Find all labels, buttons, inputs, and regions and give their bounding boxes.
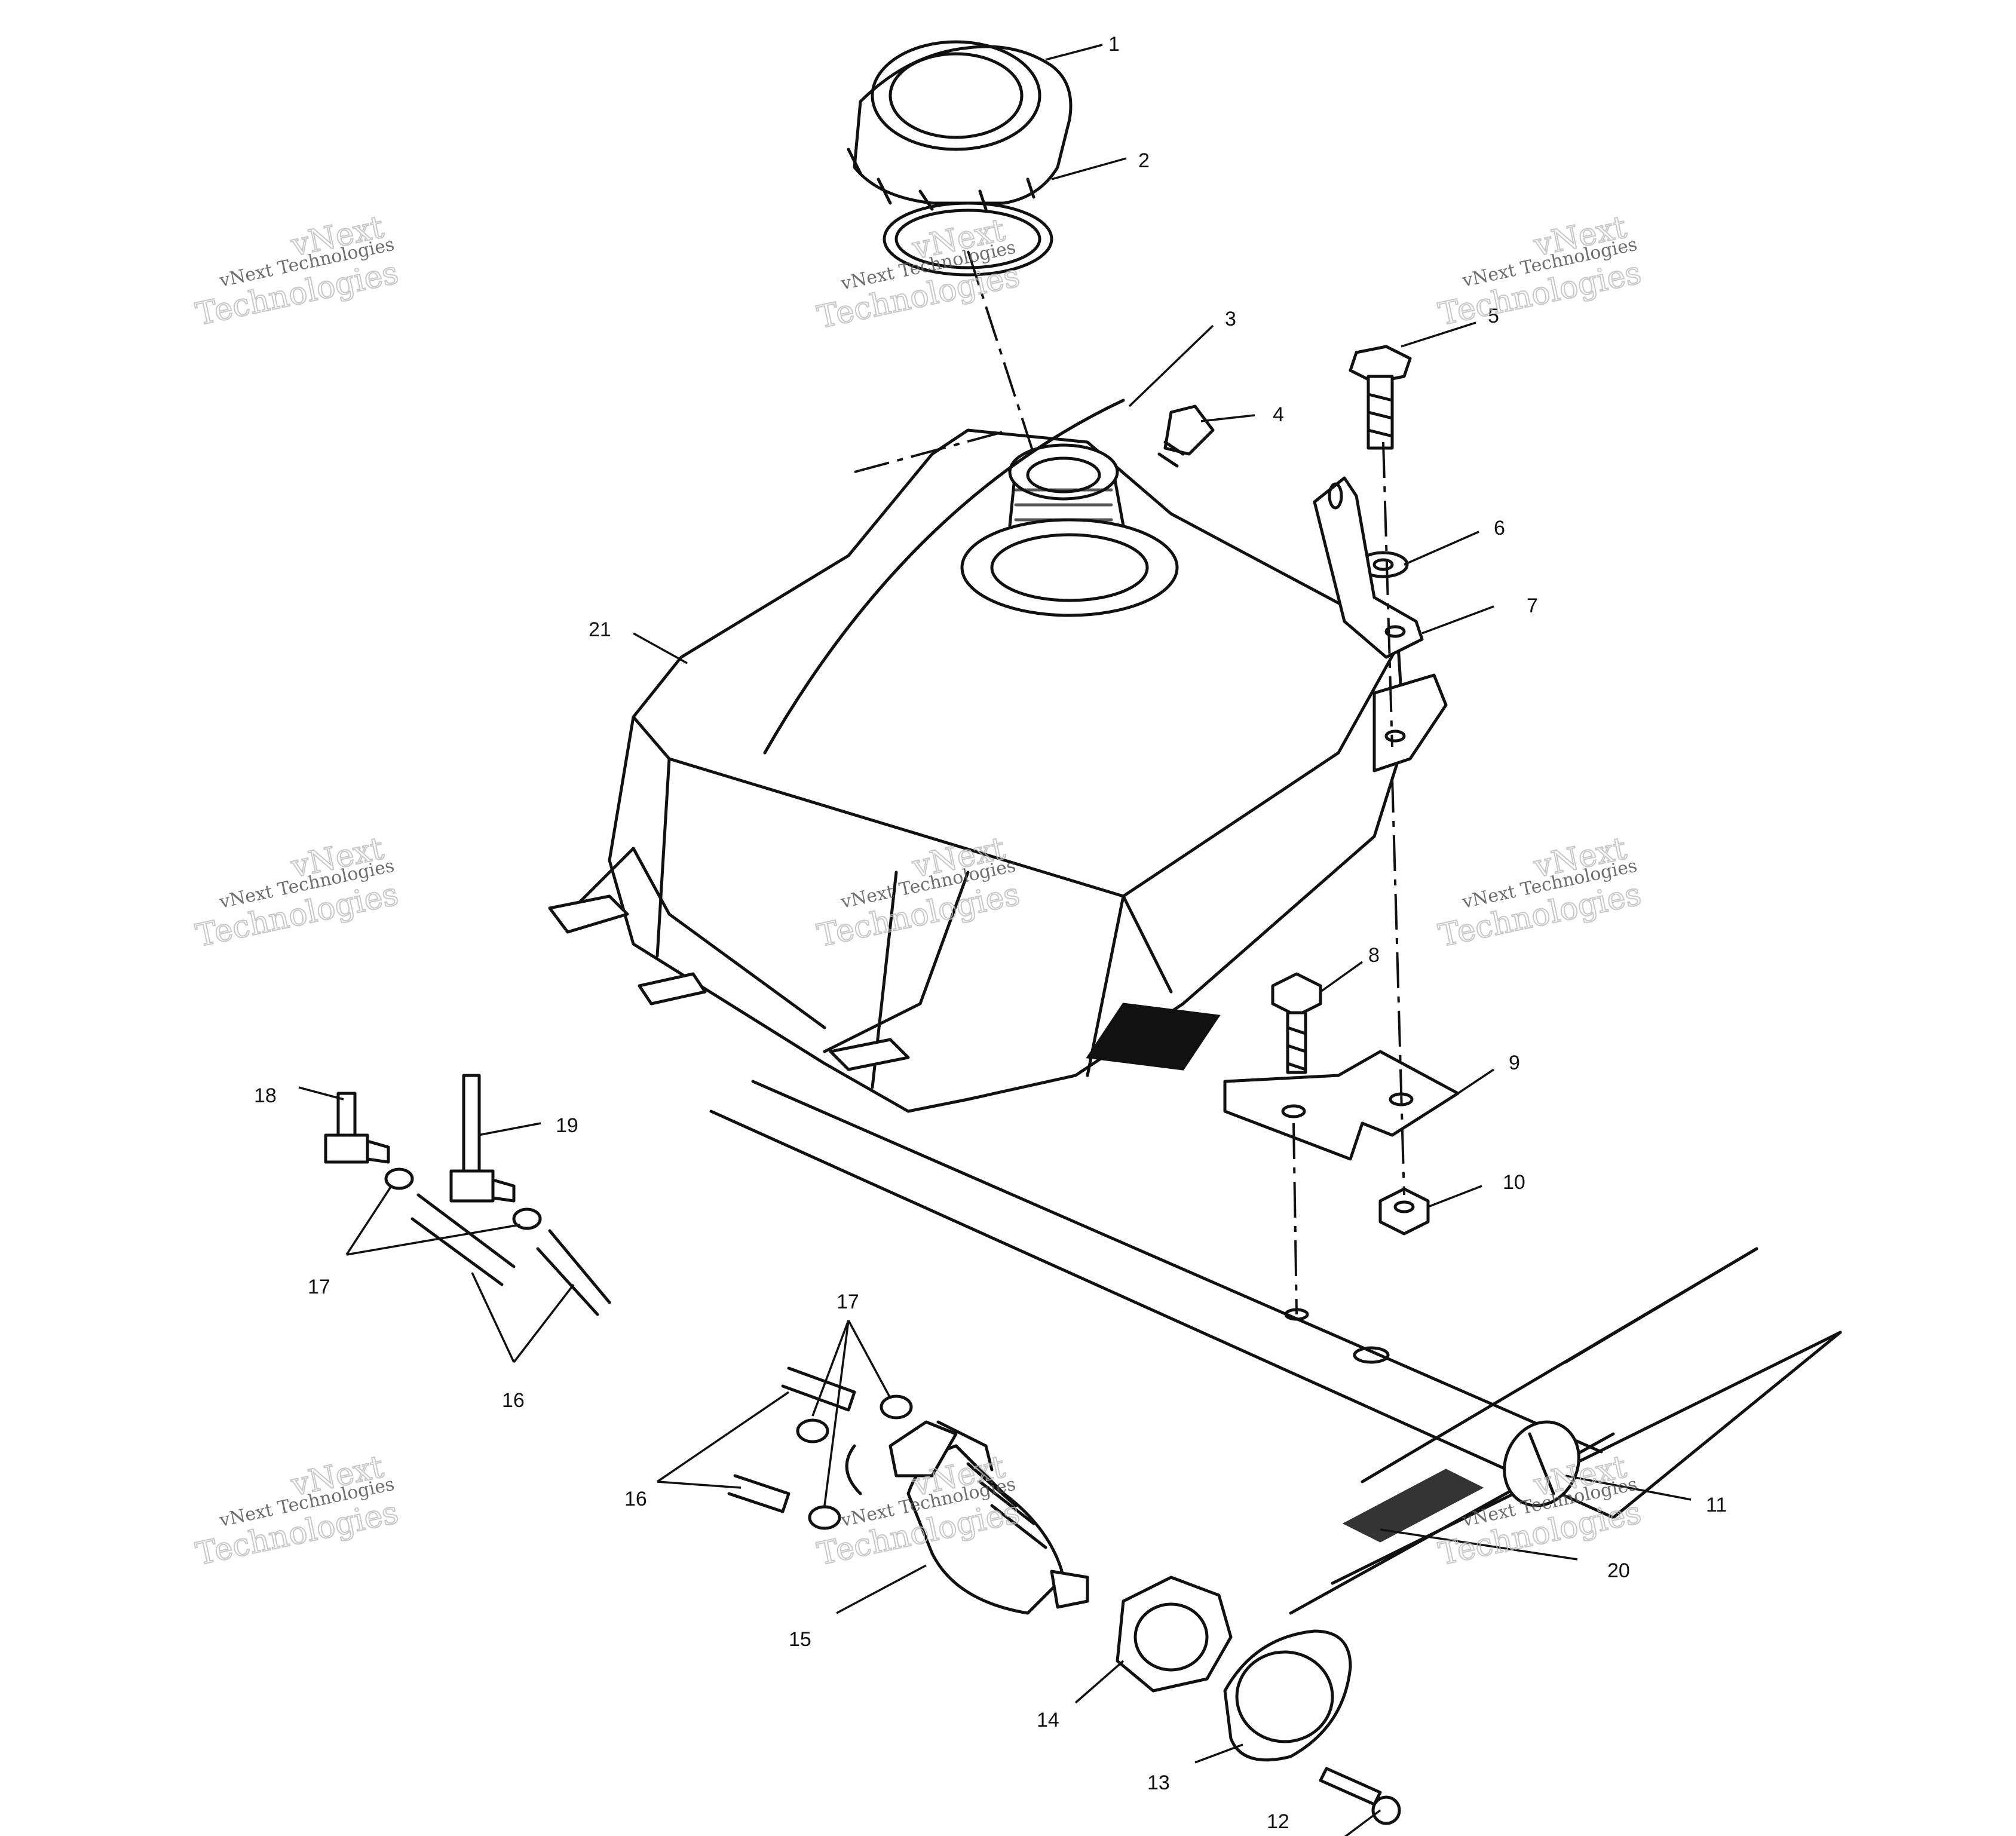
tee-fitting bbox=[449, 1074, 516, 1203]
callout-16a: 16 bbox=[624, 1488, 647, 1510]
nut bbox=[1378, 1187, 1430, 1236]
callout-7: 7 bbox=[1527, 594, 1538, 617]
fuel-hoses bbox=[410, 1193, 856, 1513]
callout-17a: 17 bbox=[837, 1291, 859, 1313]
center-lines bbox=[854, 250, 1405, 1315]
fuel-tank bbox=[548, 399, 1448, 1113]
callout-labels: 1 2 3 4 5 6 7 8 9 10 11 12 13 14 15 16 1… bbox=[254, 33, 1727, 1833]
callout-5: 5 bbox=[1488, 305, 1499, 327]
callout-1: 1 bbox=[1108, 33, 1120, 56]
bolt-upper bbox=[1349, 345, 1412, 450]
mounting-bracket bbox=[1313, 476, 1424, 659]
vent-fitting bbox=[1157, 404, 1215, 468]
callout-16b: 16 bbox=[502, 1389, 525, 1412]
callout-2: 2 bbox=[1138, 149, 1150, 172]
callout-19: 19 bbox=[556, 1114, 578, 1137]
callout-17b: 17 bbox=[308, 1276, 330, 1298]
lower-bracket bbox=[1223, 1050, 1460, 1161]
callout-8: 8 bbox=[1368, 944, 1380, 967]
valve-cover-plate bbox=[1223, 1629, 1352, 1762]
fuel-valve bbox=[845, 1420, 1089, 1615]
gauge-disc bbox=[1503, 1420, 1580, 1507]
callout-11: 11 bbox=[1706, 1494, 1727, 1516]
decal bbox=[1342, 1469, 1484, 1543]
callout-3: 3 bbox=[1225, 308, 1236, 330]
watermarks: vNext Technologies vNext Technologies vN… bbox=[192, 209, 1645, 1573]
callout-18: 18 bbox=[254, 1084, 277, 1107]
elbow-fitting bbox=[324, 1092, 390, 1164]
callout-21: 21 bbox=[589, 618, 611, 641]
leader-lines bbox=[298, 44, 1692, 1836]
valve-nut bbox=[1116, 1576, 1233, 1693]
fuel-cap bbox=[847, 40, 1073, 211]
cap-seal bbox=[883, 201, 1053, 277]
callout-10: 10 bbox=[1503, 1171, 1525, 1194]
callout-4: 4 bbox=[1273, 403, 1284, 426]
callout-20: 20 bbox=[1607, 1559, 1630, 1582]
callout-14: 14 bbox=[1037, 1709, 1059, 1731]
callout-12: 12 bbox=[1267, 1810, 1289, 1833]
frame-rails bbox=[709, 1080, 1842, 1615]
callout-9: 9 bbox=[1509, 1052, 1520, 1074]
screw bbox=[1319, 1767, 1401, 1825]
callout-15: 15 bbox=[789, 1628, 811, 1651]
callout-13: 13 bbox=[1147, 1771, 1170, 1794]
bolt-lower bbox=[1271, 972, 1322, 1074]
callout-6: 6 bbox=[1494, 517, 1505, 540]
hose-clamps bbox=[384, 1167, 913, 1530]
